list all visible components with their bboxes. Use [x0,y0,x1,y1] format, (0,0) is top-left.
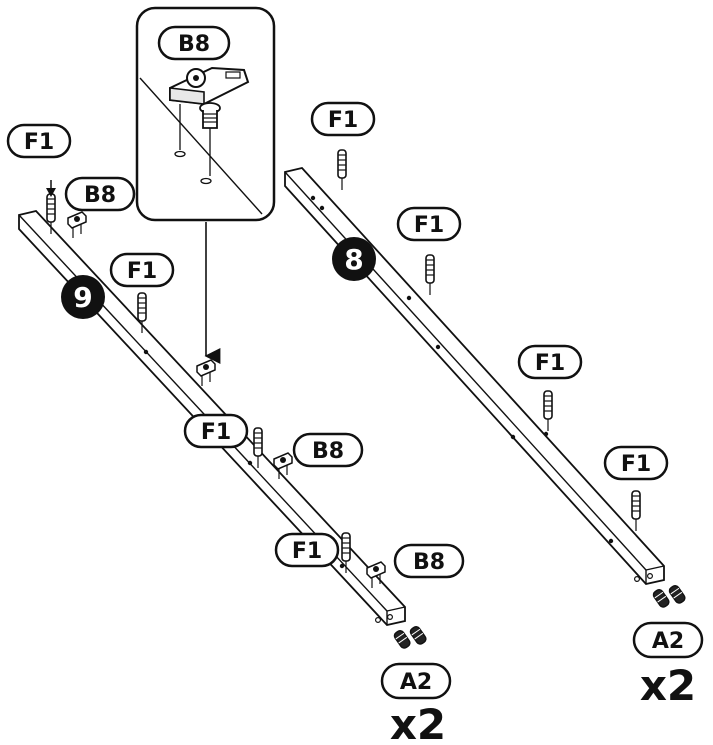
inset-b8-bracket [169,66,250,185]
inset-board-edge [139,77,263,215]
step-9-number: 9 [73,281,92,314]
label-9-b8-a: B8 [64,176,136,212]
f1-dowel-8c [543,390,553,432]
label-9-b8-b: B8 [292,432,364,468]
step-8-badge: 8 [332,237,376,281]
label-8-f1-a: F1 [310,101,376,137]
label-9-b8-c: B8 [393,543,465,579]
f1-dowel-8b [425,254,435,296]
label-8-f1-c: F1 [517,344,583,380]
label-9-f1-c: F1 [183,413,249,449]
label-8-f1-c-text: F1 [535,351,565,376]
label-9-f1-b-text: F1 [127,259,157,284]
label-9-f1-b: F1 [109,252,175,288]
label-9-f1-a-text: F1 [24,130,54,155]
label-8-a2-text: A2 [652,629,684,654]
a2-bolts-9 [392,624,429,651]
label-9-b8-c-text: B8 [413,550,445,575]
label-8-f1-d: F1 [603,445,669,481]
label-8-f1-b-text: F1 [414,213,444,238]
board-8 [284,167,665,585]
step-8-number: 8 [344,243,363,276]
inset-part-label: B8 [157,25,231,61]
a2-bolts-8 [651,583,688,610]
step-9-badge: 9 [61,275,105,319]
label-9-f1-a: F1 [6,123,72,159]
label-8-f1-b: F1 [396,206,462,242]
detail-inset: B8 [135,6,276,222]
label-8-f1-a-text: F1 [328,108,358,133]
label-8-f1-d-text: F1 [621,452,651,477]
label-9-a2-text: A2 [400,670,432,695]
b8-clip-9a [67,211,87,239]
label-9-a2: A2 [380,662,452,700]
label-9-f1-c-text: F1 [201,420,231,445]
label-9-b8-a-text: B8 [84,183,116,208]
f1-dowel-8a [337,149,347,191]
b8-clip-9b [196,359,216,387]
label-9-b8-b-text: B8 [312,439,344,464]
inset-part-label-text: B8 [178,32,210,57]
label-8-a2: A2 [632,621,704,659]
quantity-9: x2 [390,700,446,745]
quantity-8: x2 [640,661,696,710]
f1-dowel-8d [631,490,641,532]
label-9-f1-d: F1 [274,532,340,568]
label-9-f1-d-text: F1 [292,539,322,564]
